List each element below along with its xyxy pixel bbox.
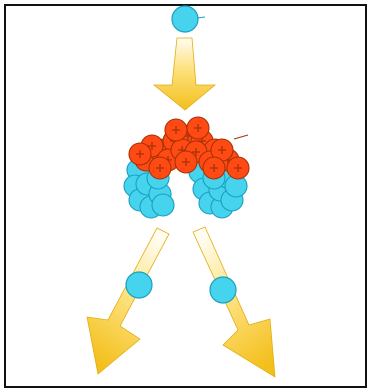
- neutron: [152, 194, 174, 216]
- splitting-nucleus: [124, 117, 249, 218]
- left-outgoing-arrow-icon: [87, 228, 169, 374]
- nucleus-tick-mark: [234, 135, 248, 139]
- incoming-neutron: [172, 6, 205, 32]
- right-outgoing-arrow-icon: [193, 227, 275, 377]
- emitted-neutron-right: [210, 277, 236, 303]
- emitted-neutron-left: [126, 272, 152, 298]
- incoming-arrow-icon: [154, 38, 215, 110]
